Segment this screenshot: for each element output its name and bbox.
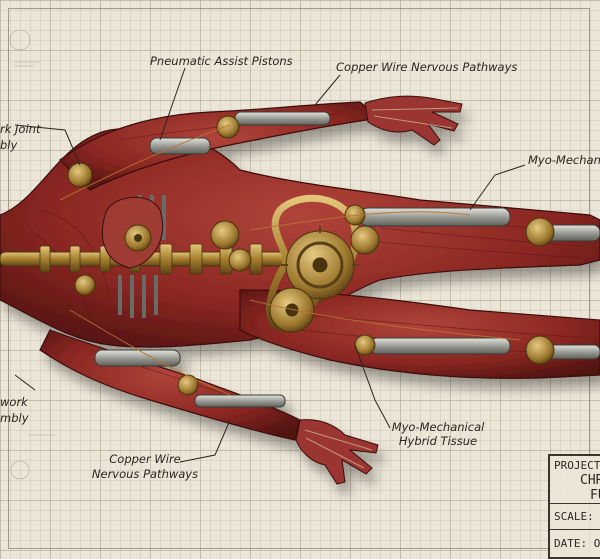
label-myo-mechanical-right: Myo-Mechanica bbox=[528, 153, 600, 167]
title-block-project-label: PROJECT: bbox=[554, 459, 600, 472]
label-clockwork-joint-top-line2: bly bbox=[0, 138, 18, 152]
label-pneumatic-assist-pistons: Pneumatic Assist Pistons bbox=[150, 54, 293, 68]
label-clockwork-joint-bottom-line1: work bbox=[0, 395, 28, 409]
label-myo-mechanical-hybrid-line1: Myo-Mechanical bbox=[391, 420, 485, 434]
title-block-name-line2: FU bbox=[590, 488, 600, 503]
title-block-date-row: DATE: O bbox=[550, 530, 600, 559]
title-block-scale-row: SCALE: 1: bbox=[550, 504, 600, 530]
title-block-name-line1: CHR bbox=[580, 473, 600, 488]
label-copper-wire-bottom-line2: Nervous Pathways bbox=[91, 467, 199, 481]
label-copper-wire-bottom-line1: Copper Wire bbox=[109, 452, 181, 466]
title-block-project-row: PROJECT: CHR FU bbox=[550, 456, 600, 504]
title-block: PROJECT: CHR FU SCALE: 1: DATE: O bbox=[548, 454, 600, 559]
label-copper-wire-top: Copper Wire Nervous Pathways bbox=[336, 60, 518, 74]
title-block-scale: SCALE: 1: bbox=[554, 510, 600, 523]
title-block-date: DATE: O bbox=[554, 537, 600, 550]
label-clockwork-joint-top-line1: rk Joint bbox=[0, 122, 41, 136]
label-myo-mechanical-hybrid-line2: Hybrid Tissue bbox=[398, 434, 478, 448]
label-clockwork-joint-bottom-line2: mbly bbox=[0, 411, 29, 425]
